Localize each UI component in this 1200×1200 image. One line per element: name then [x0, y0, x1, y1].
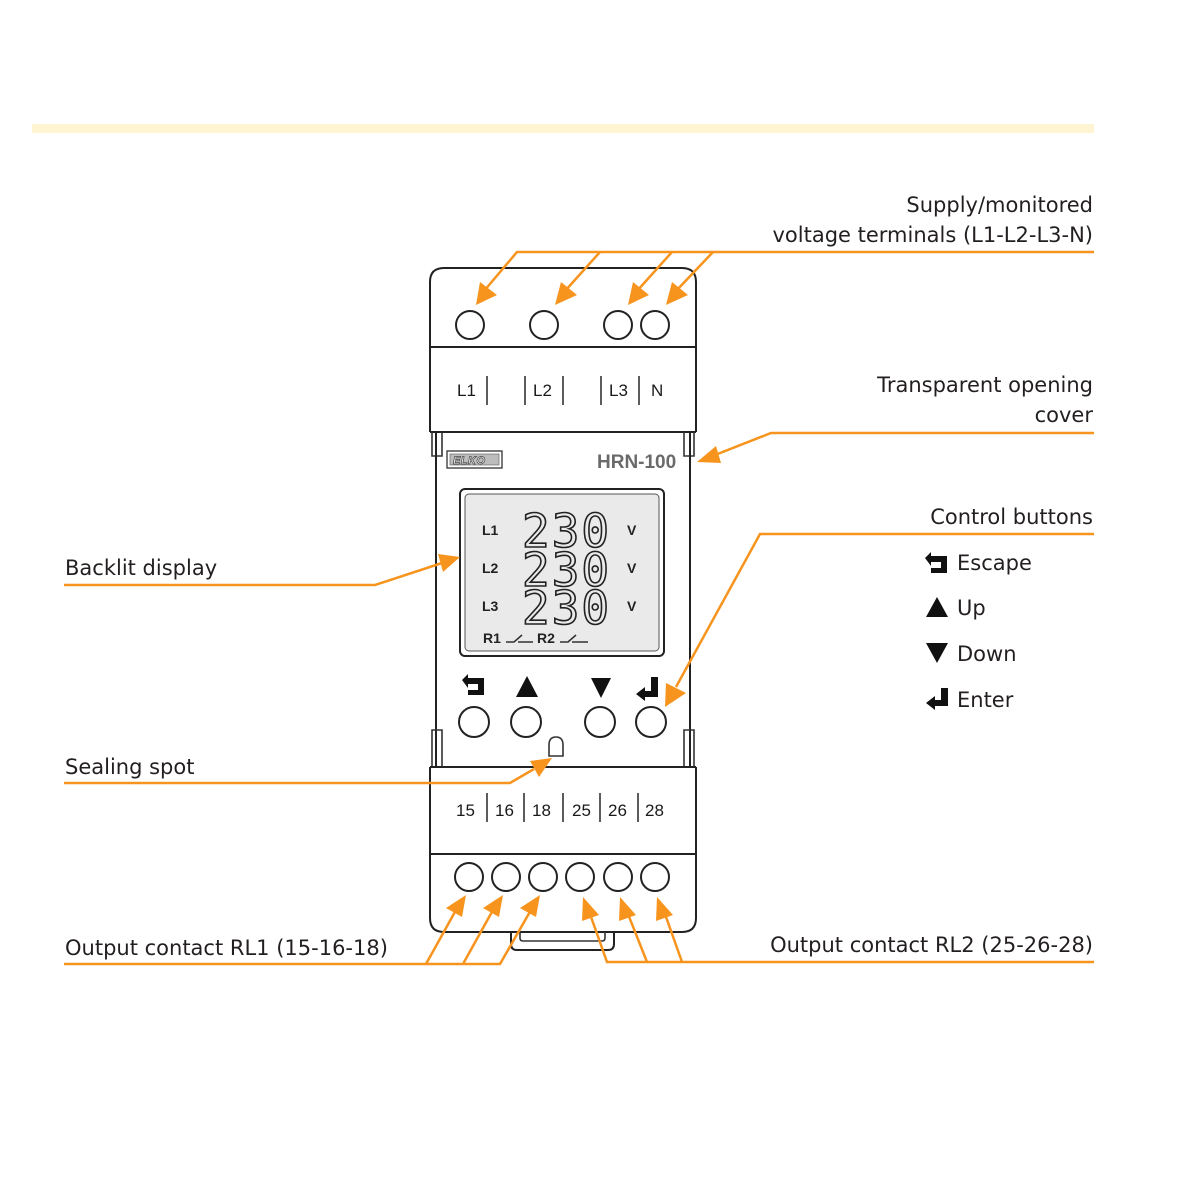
- terminal-label-l1: L1: [457, 381, 476, 400]
- svg-text:L1: L1: [482, 522, 499, 538]
- svg-text:Up: Up: [957, 596, 986, 620]
- top-terminals: [455, 310, 670, 340]
- svg-text:Down: Down: [957, 642, 1017, 666]
- svg-text:Enter: Enter: [957, 688, 1014, 712]
- terminal-screw-28[interactable]: [640, 862, 670, 892]
- terminal-label-16: 16: [495, 801, 514, 820]
- label-transparent-cover-line1: Transparent opening: [876, 373, 1093, 397]
- terminal-screw-18[interactable]: [528, 862, 558, 892]
- label-transparent-cover-line2: cover: [1035, 403, 1094, 427]
- svg-text:V: V: [627, 560, 637, 576]
- relay-r2-contact-icon: [560, 634, 588, 643]
- leader-sealing-spot: [64, 758, 552, 785]
- legend-item-enter: Enter: [926, 688, 1014, 712]
- leader-supply-terminals: [476, 250, 1094, 305]
- leader-lines: [64, 250, 1094, 966]
- terminal-label-l2: L2: [533, 381, 552, 400]
- relay-r1-label: R1: [483, 630, 501, 646]
- lcd-value-l3: 230: [522, 581, 611, 635]
- lcd-row-l1: L1 230 V: [482, 503, 637, 559]
- svg-text:ELKO: ELKO: [453, 455, 486, 467]
- bottom-terminals: [454, 862, 670, 892]
- bottom-terminal-labels: 15 16 18 25 26 28: [456, 793, 664, 822]
- sealing-spot: [548, 736, 564, 757]
- terminal-label-n: N: [651, 381, 663, 400]
- leader-output-rl1: [64, 895, 540, 966]
- svg-text:V: V: [627, 522, 637, 538]
- enter-icon: [926, 688, 948, 710]
- terminal-screw-15[interactable]: [454, 862, 484, 892]
- lcd-row-l2: L2 230 V: [482, 542, 637, 598]
- terminal-label-l3: L3: [609, 381, 628, 400]
- svg-text:L2: L2: [482, 560, 499, 576]
- terminal-label-15: 15: [456, 801, 475, 820]
- label-output-rl2: Output contact RL2 (25-26-28): [770, 933, 1093, 957]
- terminal-screw-l3[interactable]: [603, 310, 633, 340]
- enter-button[interactable]: [635, 706, 667, 738]
- legend-item-down: Down: [926, 642, 1017, 666]
- lcd-value-l2: 230: [522, 543, 611, 597]
- callout-labels: Supply/monitored voltage terminals (L1-L…: [65, 193, 1093, 960]
- triangle-down-icon: [926, 643, 948, 663]
- legend-item-up: Up: [926, 596, 986, 620]
- label-output-rl1: Output contact RL1 (15-16-18): [65, 936, 388, 960]
- escape-icon: [462, 674, 484, 695]
- model-name: HRN-100: [597, 452, 676, 473]
- terminal-screw-25[interactable]: [565, 862, 595, 892]
- label-backlit-display: Backlit display: [65, 556, 217, 580]
- button-legend: Escape Up Down Enter: [925, 551, 1032, 712]
- down-button[interactable]: [584, 706, 616, 738]
- terminal-screw-16[interactable]: [491, 862, 521, 892]
- terminal-label-26: 26: [608, 801, 627, 820]
- label-supply-terminals-line1: Supply/monitored: [906, 193, 1093, 217]
- header-band: [32, 124, 1094, 133]
- leader-output-rl2: [582, 897, 1094, 964]
- enter-icon: [636, 677, 658, 701]
- legend-item-escape: Escape: [925, 551, 1032, 575]
- leader-control-buttons: [665, 532, 1094, 707]
- up-button[interactable]: [510, 706, 542, 738]
- terminal-label-28: 28: [645, 801, 664, 820]
- svg-text:L3: L3: [482, 598, 499, 614]
- terminal-label-25: 25: [572, 801, 591, 820]
- brand-logo: ELKO: [446, 450, 503, 469]
- label-control-buttons: Control buttons: [930, 505, 1093, 529]
- lcd-relay-status: R1 R2: [483, 630, 588, 646]
- leader-backlit-display: [64, 554, 460, 587]
- escape-icon: [925, 552, 947, 573]
- svg-text:V: V: [627, 598, 637, 614]
- terminal-screw-26[interactable]: [603, 862, 633, 892]
- relay-r2-label: R2: [537, 630, 555, 646]
- terminal-screw-l1[interactable]: [455, 310, 485, 340]
- label-supply-terminals-line2: voltage terminals (L1-L2-L3-N): [773, 223, 1094, 247]
- escape-button[interactable]: [458, 706, 490, 738]
- terminal-label-18: 18: [532, 801, 551, 820]
- triangle-up-icon: [926, 597, 948, 617]
- triangle-up-icon: [516, 676, 538, 697]
- terminal-screw-l2[interactable]: [529, 310, 559, 340]
- top-terminal-labels: L1 L2 L3 N: [457, 376, 663, 405]
- lcd-value-l1: 230: [522, 504, 611, 558]
- svg-text:Escape: Escape: [957, 551, 1032, 575]
- lcd-display: L1 230 V L2 230 V L3 230 V R1 R2: [459, 488, 665, 657]
- label-sealing-spot: Sealing spot: [65, 755, 194, 779]
- leader-transparent-cover: [697, 431, 1094, 463]
- relay-r1-contact-icon: [506, 634, 533, 643]
- terminal-screw-n[interactable]: [640, 310, 670, 340]
- control-buttons: [458, 706, 667, 738]
- lcd-row-l3: L3 230 V: [482, 580, 637, 636]
- device-button-icons: [462, 674, 658, 701]
- triangle-down-icon: [591, 678, 611, 698]
- device-body: [429, 267, 697, 951]
